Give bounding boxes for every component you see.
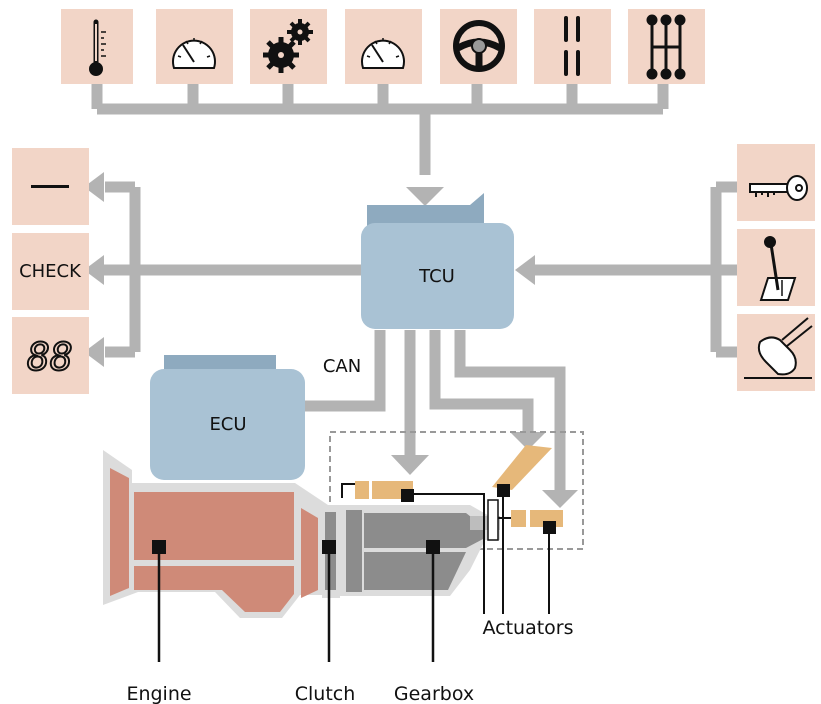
indicator-box xyxy=(12,317,89,394)
thermometer-icon xyxy=(89,19,106,76)
gearbox-label: Gearbox xyxy=(394,683,474,704)
actuator-linkage xyxy=(341,483,550,614)
input-column xyxy=(737,144,815,391)
can-label: CAN xyxy=(323,356,361,377)
shift-actuator xyxy=(492,445,552,490)
arrow-heads xyxy=(84,172,578,508)
sensor-box xyxy=(534,9,611,84)
actuator-marker xyxy=(543,521,556,534)
ecu-label: ECU xyxy=(209,414,246,435)
gearbox xyxy=(340,499,500,596)
callout-lines xyxy=(157,547,435,662)
key-icon xyxy=(749,175,808,201)
ecu-module: ECU xyxy=(150,355,305,480)
actuator-marker xyxy=(401,489,414,502)
actuator-region xyxy=(329,431,584,550)
engine-marker xyxy=(152,540,166,554)
range-actuator xyxy=(511,510,526,527)
seven-segment-display: 88 xyxy=(27,335,73,379)
actuators-label: Actuators xyxy=(482,617,573,639)
engine-label: Engine xyxy=(126,683,191,704)
connection-pipes xyxy=(91,84,738,490)
can-link xyxy=(305,330,386,412)
actuator-marker xyxy=(497,484,510,497)
dash-icon xyxy=(31,185,69,188)
check-indicator-label: CHECK xyxy=(19,261,82,282)
clutch-marker xyxy=(322,540,336,554)
sensor-row xyxy=(61,9,705,84)
indicator-box xyxy=(12,233,89,310)
clutch-actuator xyxy=(355,481,369,499)
foot-pedal-icon xyxy=(744,317,813,379)
selector-lever-icon xyxy=(759,236,797,301)
steering-wheel-icon xyxy=(453,20,505,72)
tcu-label: TCU xyxy=(418,266,455,287)
indicator-column: CHECK 88 xyxy=(12,148,89,394)
gauge-icon xyxy=(172,38,216,69)
gauge-icon xyxy=(361,38,405,69)
tcu-to-shift-actuator xyxy=(429,330,534,432)
tcu-module: TCU xyxy=(361,193,514,329)
callout-markers xyxy=(152,484,556,554)
parallel-lines-icon xyxy=(564,16,580,76)
gearbox-marker xyxy=(426,540,440,554)
clutch-label: Clutch xyxy=(295,683,356,704)
shift-pattern-icon xyxy=(646,14,686,80)
gears-icon xyxy=(263,19,313,73)
